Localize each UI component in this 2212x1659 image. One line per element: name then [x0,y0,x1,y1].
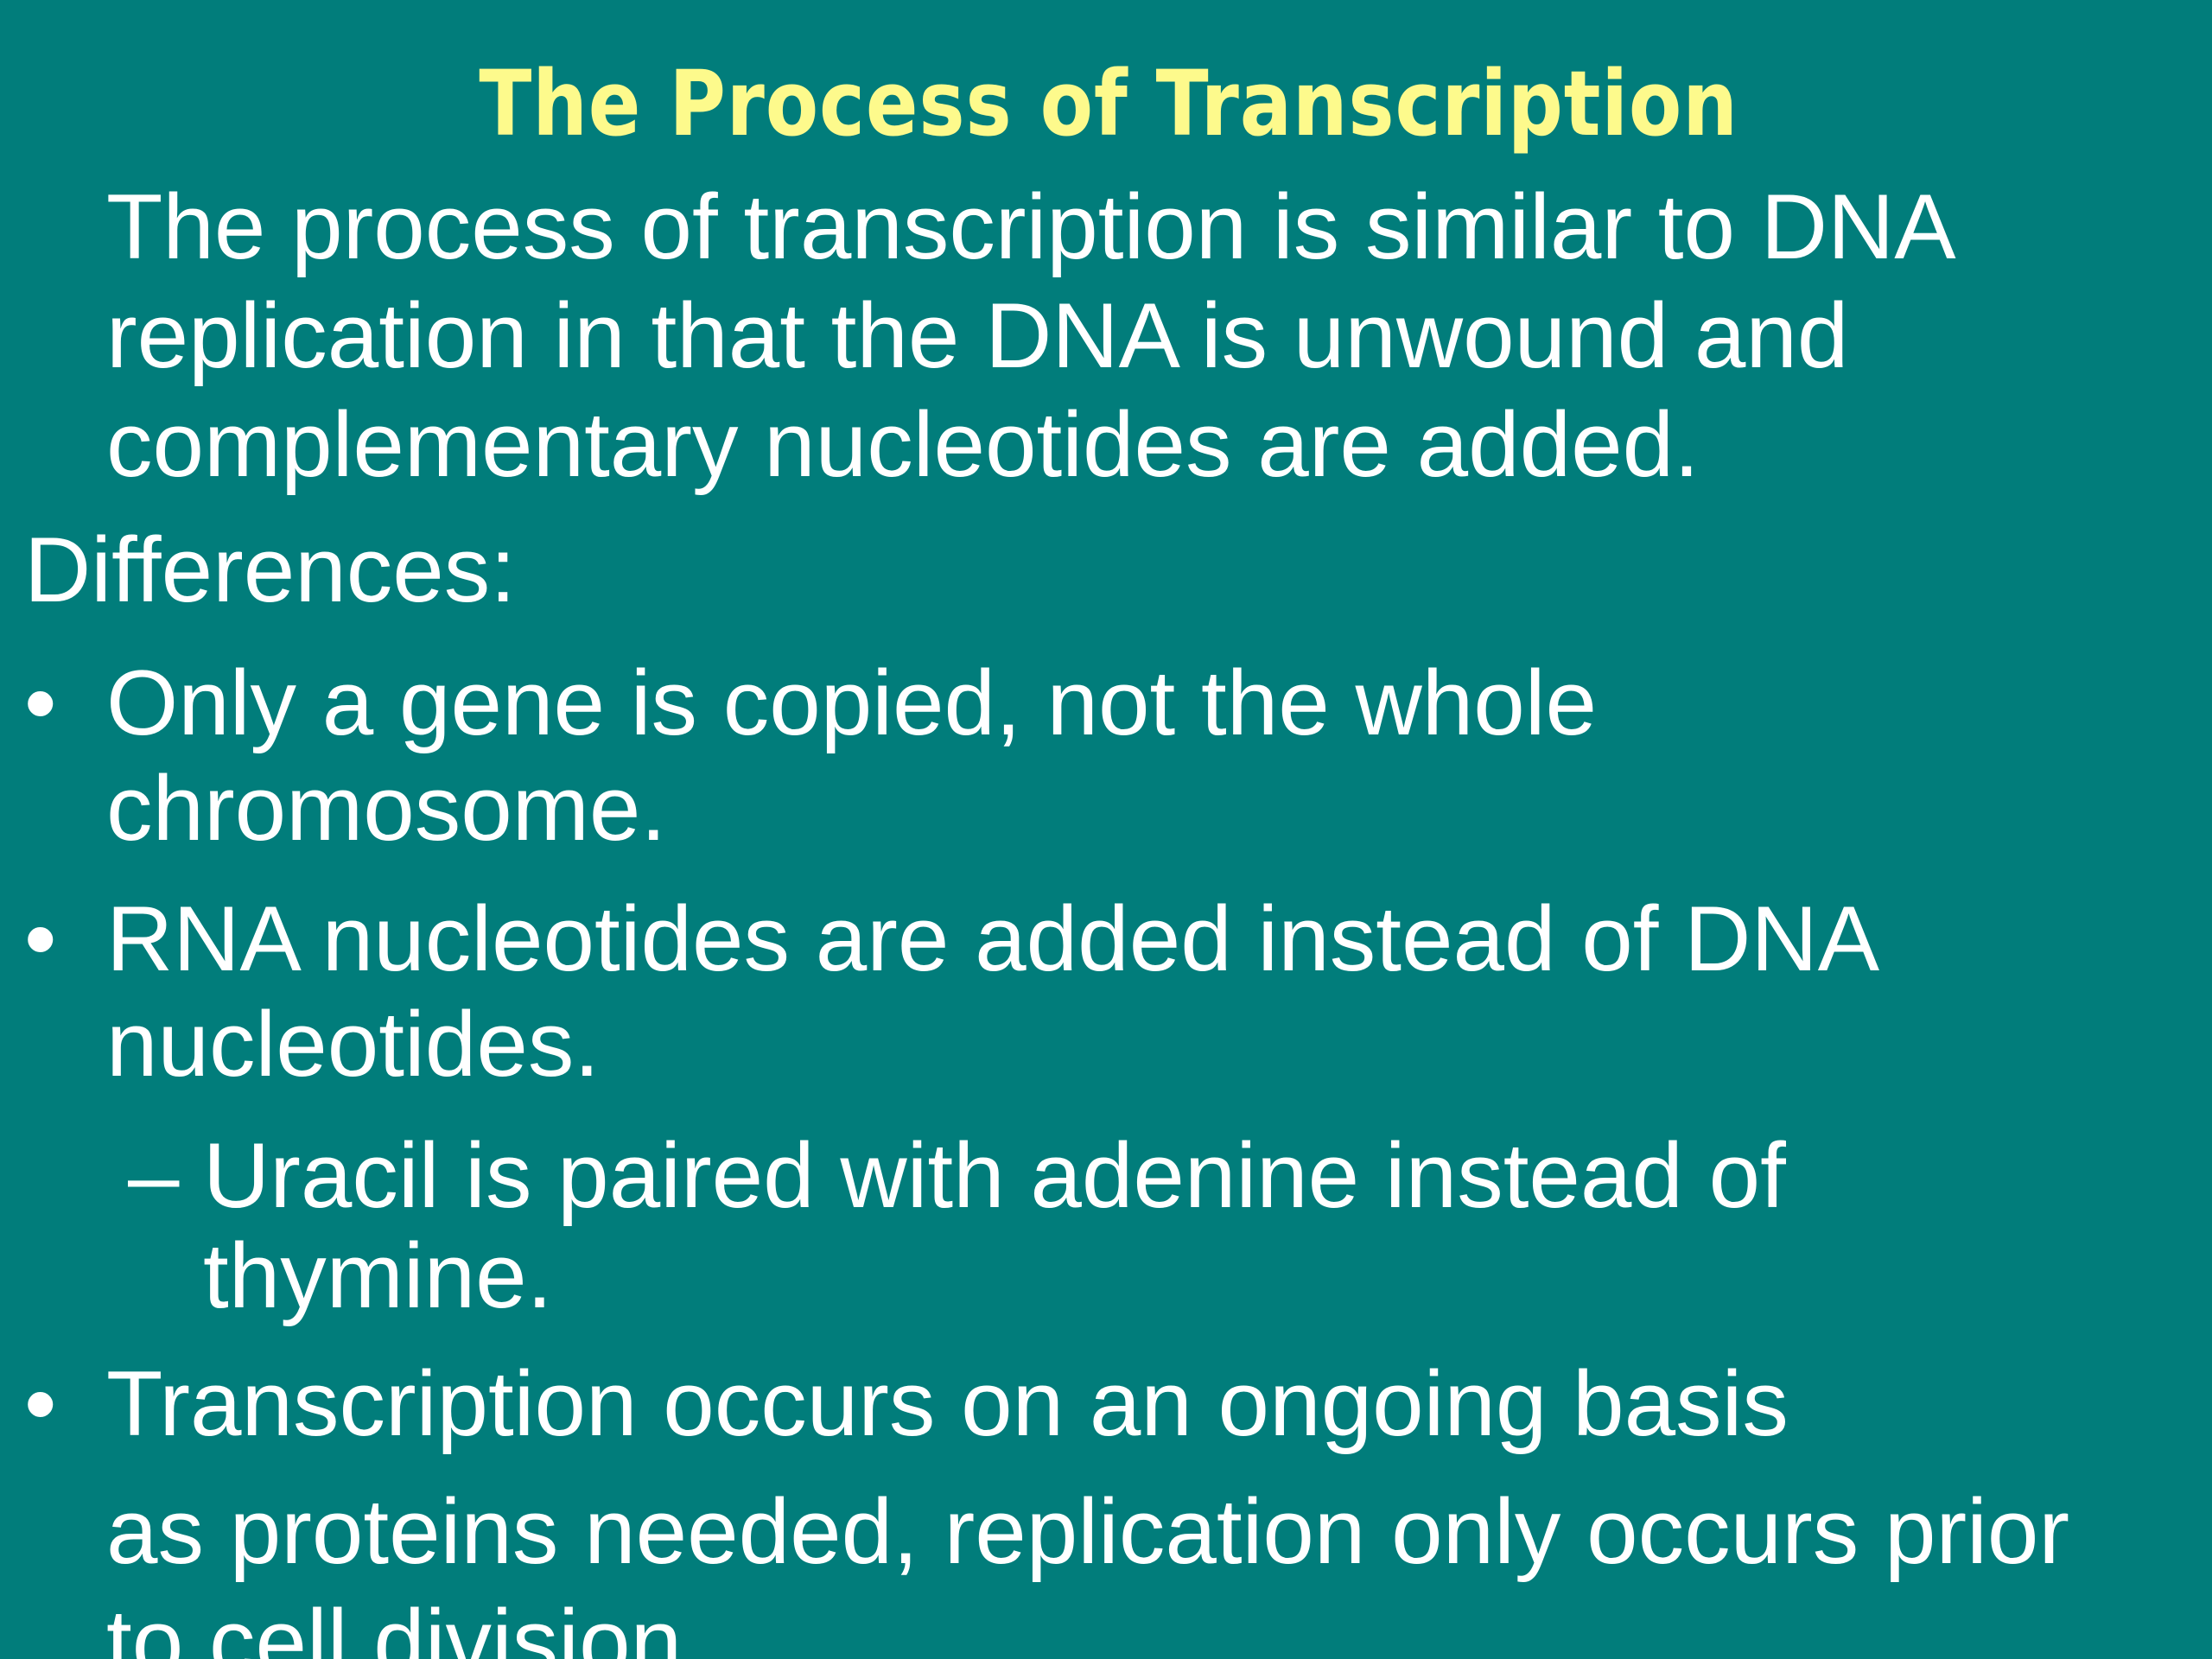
bullet-3-line-1: Transcription occurs on an ongoing basis [106,1351,1789,1455]
bullet-2-line-1: RNA nucleotides are added instead of DNA [106,887,1880,990]
bullet-3-line-3: to cell division. [106,1590,708,1659]
intro-line-3: complementary nucleotides are added. [106,392,1700,496]
sub-bullet-dash: – [128,1123,180,1227]
bullet-marker-1: • [24,651,57,754]
sub-bullet-line-2: thymine. [203,1224,553,1327]
differences-heading: Differences: [24,518,516,621]
slide-title: The Process of Transcription [479,51,1738,156]
bullet-marker-3: • [24,1351,57,1455]
sub-bullet-line-1: Uracil is paired with adenine instead of [203,1123,1786,1227]
bullet-2-line-2: nucleotides. [106,992,601,1096]
bullet-1-line-1: Only a gene is copied, not the whole [106,651,1598,754]
bullet-marker-2: • [24,887,57,990]
bullet-1-line-2: chromosome. [106,756,667,860]
bullet-3-line-2: as proteins needed, replication only occ… [106,1479,2070,1583]
intro-line-1: The process of transcription is similar … [106,175,1956,278]
intro-line-2: replication in that the DNA is unwound a… [106,283,1849,387]
